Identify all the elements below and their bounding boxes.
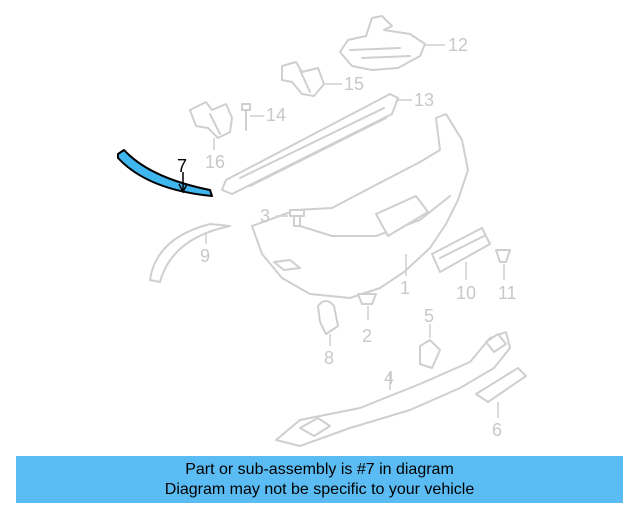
callout-5: 5 — [424, 306, 434, 326]
callout-16: 16 — [205, 152, 225, 172]
part-15: 15 — [281, 61, 364, 97]
part-1: 1 — [251, 113, 469, 299]
callout-13: 13 — [414, 90, 434, 110]
part-3: 3 — [260, 206, 305, 227]
part-11: 11 — [495, 249, 517, 303]
callout-2: 2 — [362, 326, 372, 346]
part-12: 12 — [339, 15, 468, 71]
callout-3: 3 — [260, 206, 270, 226]
callout-10: 10 — [456, 283, 476, 303]
part-info-banner: Part or sub-assembly is #7 in diagram Di… — [16, 456, 623, 503]
callout-14: 14 — [266, 105, 286, 125]
part-13: 13 — [221, 90, 434, 195]
parts-diagram: 12 15 13 16 14 1 — [117, 15, 527, 447]
callout-4: 4 — [384, 368, 394, 388]
callout-9: 9 — [200, 246, 210, 266]
callout-6: 6 — [492, 420, 502, 440]
part-7-highlighted: 7 — [117, 149, 213, 197]
part-16: 16 — [189, 101, 233, 172]
part-5: 5 — [419, 306, 441, 369]
callout-12: 12 — [448, 35, 468, 55]
callout-11: 11 — [498, 283, 517, 303]
part-4: 4 — [275, 331, 511, 447]
part-10: 10 — [431, 227, 491, 303]
part-8: 8 — [317, 300, 339, 368]
callout-1: 1 — [400, 278, 410, 298]
caption-line-1: Part or sub-assembly is #7 in diagram — [185, 461, 454, 478]
part-9: 9 — [149, 223, 231, 283]
callout-15: 15 — [344, 74, 364, 94]
part-6: 6 — [475, 367, 527, 440]
part-14: 14 — [241, 103, 286, 131]
caption-line-2: Diagram may not be specific to your vehi… — [164, 481, 475, 498]
part-2: 2 — [357, 293, 377, 346]
callout-7: 7 — [177, 156, 187, 176]
callout-8: 8 — [324, 348, 334, 368]
